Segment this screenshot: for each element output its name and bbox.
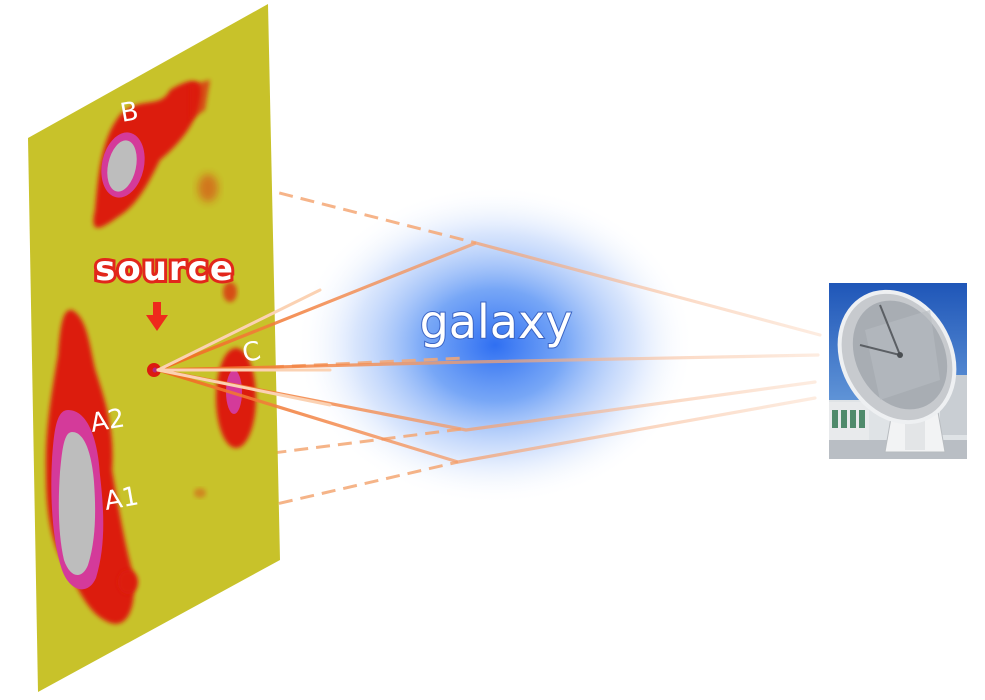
radio-telescope-icon (817, 272, 976, 459)
source-label: source (95, 249, 235, 289)
label-image-a2: A2 (88, 403, 127, 439)
label-image-a1: A1 (102, 481, 141, 517)
galaxy-label: galaxy (420, 295, 573, 349)
